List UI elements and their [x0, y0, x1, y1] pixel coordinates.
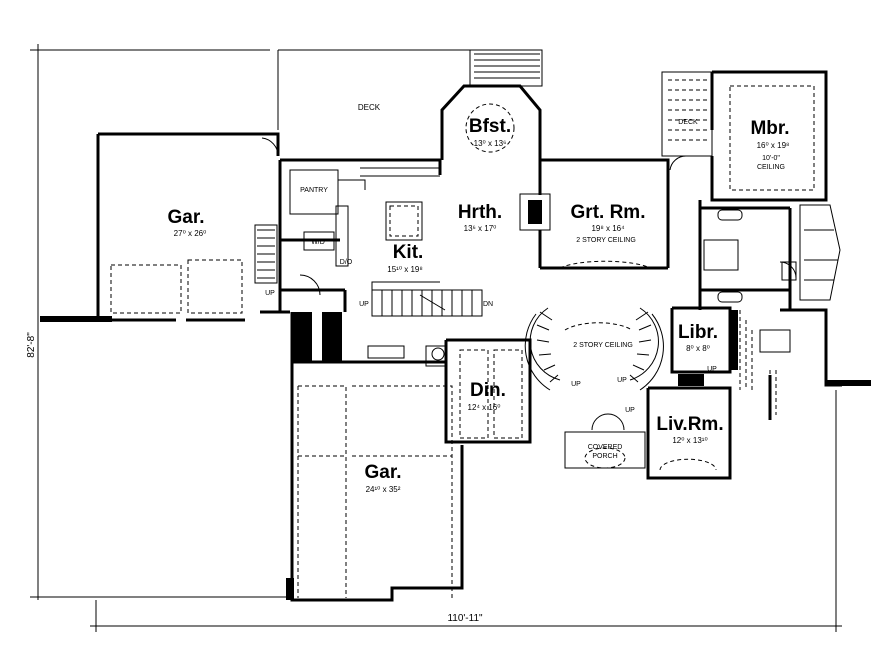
up-label-2: UP — [359, 301, 369, 308]
covered-porch-label-1: COVERED — [588, 444, 623, 451]
breakfast-name: Bfst. — [469, 116, 511, 137]
main-stair — [371, 281, 483, 317]
garage-front-size: 24¹⁰ x 35² — [366, 485, 401, 494]
library — [670, 306, 738, 374]
foyer-ceiling: 2 STORY CEILING — [573, 342, 633, 349]
great-room-size: 19⁸ x 16⁴ — [591, 224, 625, 233]
great-room-ceiling: 2 STORY CEILING — [576, 237, 636, 244]
pantry-label: PANTRY — [300, 187, 328, 194]
garage-left-size: 27⁰ x 26⁰ — [174, 229, 207, 238]
garage-left — [40, 132, 290, 322]
up-label-6: UP — [625, 407, 635, 414]
garage-left-name: Gar. — [168, 207, 205, 228]
hearth-name: Hrth. — [458, 202, 502, 223]
do-label: D/O — [340, 259, 353, 266]
living-room — [646, 374, 732, 480]
deck-right-label: DECK — [678, 119, 698, 126]
wd-label: W/D — [311, 239, 325, 246]
dining-size: 12⁴ x 16⁰ — [468, 403, 501, 412]
garage-front: UP — [286, 312, 464, 602]
garage-front-name: Gar. — [365, 462, 402, 483]
covered-porch-label-2: PORCH — [592, 453, 617, 460]
dining-name: Din. — [470, 380, 506, 401]
great-room — [519, 158, 670, 270]
up-label-5: UP — [617, 377, 627, 384]
breakfast-size: 13⁰ x 13⁶ — [474, 139, 507, 148]
master-size: 16⁰ x 19⁸ — [757, 141, 790, 150]
up-label-1: UP — [265, 290, 275, 297]
master-ceiling-1: 10'-0" — [762, 155, 780, 162]
dining — [444, 338, 532, 444]
library-size: 8⁰ x 8⁰ — [686, 344, 710, 353]
hearth-size: 13⁶ x 17⁰ — [464, 224, 497, 233]
kitchen-size: 15¹⁰ x 19⁸ — [387, 265, 423, 274]
living-room-name: Liv.Rm. — [656, 414, 723, 435]
foyer — [524, 307, 664, 391]
master-ceiling-2: CEILING — [757, 164, 785, 171]
dimension-lines — [30, 44, 842, 632]
library-name: Libr. — [678, 322, 718, 343]
living-room-size: 12⁰ x 13¹⁰ — [672, 436, 707, 445]
kitchen-name: Kit. — [393, 242, 424, 263]
great-room-name: Grt. Rm. — [571, 202, 646, 223]
covered-porch — [564, 413, 646, 469]
master-wing — [661, 70, 871, 420]
dn-label: DN — [483, 301, 493, 308]
overall-width-label: 110'-11" — [447, 613, 483, 624]
breakfast-bay — [440, 84, 542, 160]
master-name: Mbr. — [750, 118, 789, 139]
up-label-3: UP — [707, 366, 717, 373]
overall-depth-label: 82'-8" — [26, 332, 37, 358]
deck-top-label: DECK — [358, 103, 381, 112]
up-label-4: UP — [571, 381, 581, 388]
kitchen-zone — [254, 158, 442, 312]
up-label-7: UP — [294, 340, 304, 347]
